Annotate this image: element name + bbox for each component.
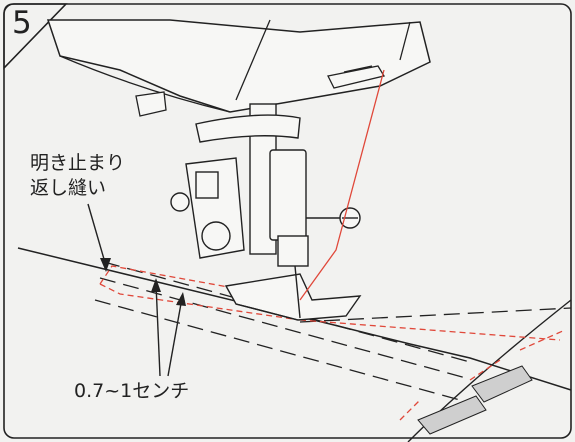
stitch-top [99, 265, 301, 301]
step-badge-diagonal [3, 3, 67, 69]
measurement-arrowhead-lower [176, 292, 186, 306]
seam-line-upper [103, 261, 471, 363]
tape-piece-1 [471, 365, 533, 403]
machine-shell-line-2 [399, 21, 411, 61]
step-number: 5 [12, 5, 32, 41]
presser-screw-knob [201, 221, 231, 251]
callout-arrowhead [100, 258, 111, 272]
thread-guide [327, 65, 386, 89]
seam-line-middle [99, 277, 467, 379]
stitch-corner-c [519, 329, 566, 351]
seam-lines [94, 261, 572, 401]
measurement-label: 0.7~1センチ [74, 380, 190, 402]
seam-line-lower [94, 299, 461, 401]
presser-foot [224, 273, 362, 321]
machine-shell-line [235, 19, 271, 101]
lever-left [135, 91, 167, 117]
measurement-arrows [155, 283, 183, 377]
presser-collar [195, 114, 301, 143]
stitch-right [299, 319, 561, 341]
seam-line-right [299, 307, 572, 323]
measurement-arrowhead-upper [151, 278, 161, 292]
fabric-top-edge [17, 247, 572, 391]
upper-thread [299, 69, 385, 301]
callout-label-line2: 返し縫い [30, 177, 107, 199]
diagram-frame [3, 3, 572, 439]
holder-side-screw [170, 192, 190, 212]
machine-shell-edge [59, 55, 231, 113]
backstitch-stitches [99, 265, 566, 421]
needle [294, 265, 301, 319]
callout-arrow [87, 203, 107, 267]
stitch-bottom [99, 283, 301, 321]
holder-window [195, 171, 219, 199]
stitch-corner-a [399, 399, 421, 421]
step-badge [3, 3, 68, 70]
seam-tape [417, 365, 533, 435]
tape-piece-2 [417, 395, 487, 435]
machine-shell [46, 19, 431, 113]
machine-head [46, 19, 431, 113]
presser-foot-holder [170, 157, 245, 259]
stitch-corner-b [469, 359, 501, 381]
callout-label-line1: 明き止まり [30, 152, 126, 174]
needle-clamp [269, 149, 361, 267]
